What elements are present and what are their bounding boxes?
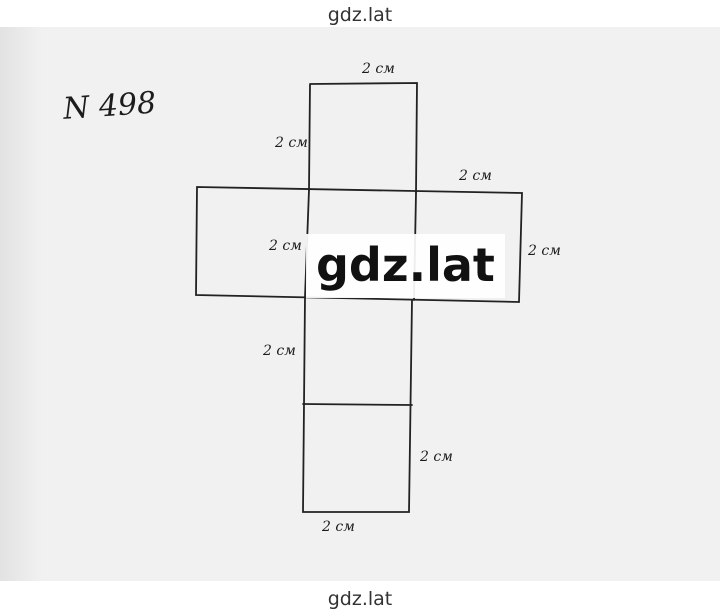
net-face-divider-bottom [302, 403, 413, 406]
notebook-paper [0, 27, 720, 581]
paper-edge-shadow [0, 27, 42, 581]
site-label-top: gdz.lat [327, 4, 393, 26]
watermark: gdz.lat [306, 234, 505, 298]
site-label-bottom: gdz.lat [327, 588, 393, 610]
dimension-label-right-top: 2 см [459, 168, 492, 184]
net-face-top [308, 82, 418, 194]
dimension-label-middle-left: 2 см [269, 238, 302, 254]
dimension-label-right-side: 2 см [528, 243, 561, 259]
dimension-label-bottom: 2 см [322, 519, 355, 535]
dimension-label-top-left: 2 см [275, 135, 308, 151]
dimension-label-top: 2 см [362, 61, 395, 77]
task-number: N 498 [62, 85, 158, 127]
dimension-label-bottom-right: 2 см [420, 449, 453, 465]
net-face-band [195, 186, 523, 303]
dimension-label-lower-left: 2 см [263, 343, 296, 359]
